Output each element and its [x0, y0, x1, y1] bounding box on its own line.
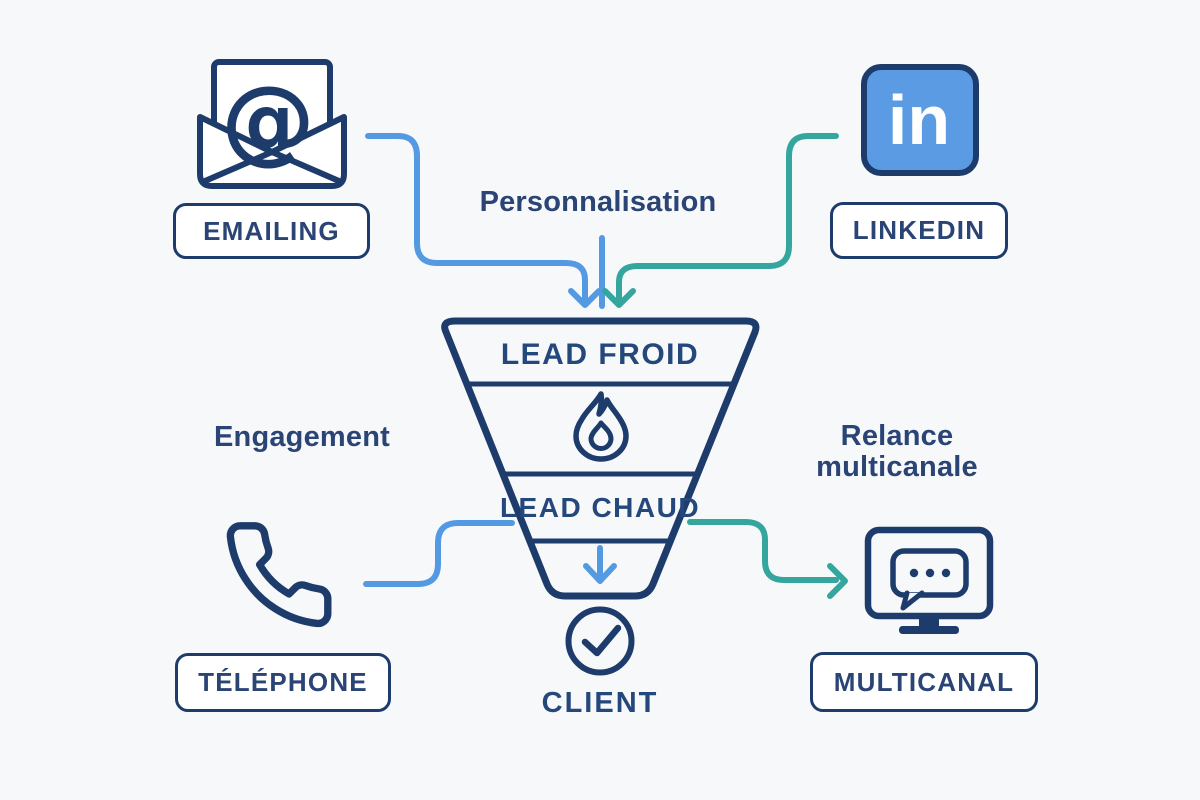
check-circle-icon [565, 606, 635, 676]
chat-bubble-icon [890, 548, 969, 611]
flame-icon [573, 391, 629, 462]
phone-handset-icon [226, 522, 332, 628]
connector-email-to-funnel [365, 133, 602, 308]
label-personnalisation: Personnalisation [479, 186, 717, 218]
linkedin-icon: in [861, 64, 979, 176]
label-relance-line1: Relance [840, 420, 954, 452]
linkedin-glyph: in [888, 81, 950, 159]
at-symbol-icon: @ [221, 66, 315, 175]
label-relance-multicanale: Relance multicanale [747, 421, 1047, 483]
funnel-stage-lead-chaud: LEAD CHAUD [499, 492, 701, 523]
funnel-stage-lead-froid: LEAD FROID [500, 338, 700, 371]
label-engagement: Engagement [213, 421, 391, 453]
badge-telephone: TÉLÉPHONE [175, 653, 391, 712]
funnel-outcome-client: CLIENT [541, 687, 659, 719]
label-relance-line2: multicanale [816, 451, 978, 483]
funnel-down-arrow-icon [583, 545, 617, 584]
badge-emailing: EMAILING [173, 203, 370, 259]
connector-linkedin-to-funnel [602, 133, 839, 308]
connector-funnel-to-multicanal [687, 519, 848, 599]
email-envelope-icon: @ [197, 59, 347, 189]
badge-multicanal: MULTICANAL [810, 652, 1038, 712]
badge-linkedin: LINKEDIN [830, 202, 1008, 259]
monitor-chat-icon [864, 526, 994, 634]
connector-phone-to-funnel [363, 520, 515, 587]
